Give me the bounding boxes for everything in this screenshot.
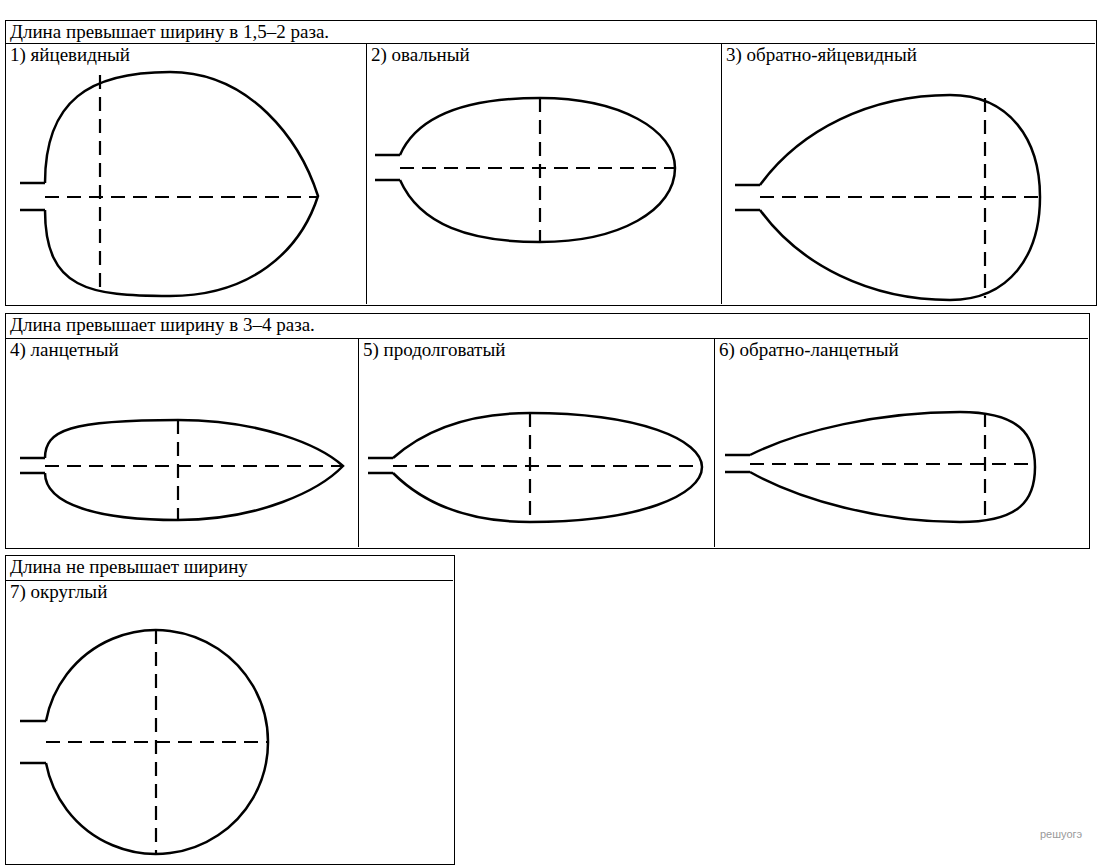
table-cell: 2) овальный — [366, 43, 721, 304]
table-heading: Длина превышает ширину в 1,5–2 раза. — [10, 21, 329, 43]
shape-label: 2) овальный — [371, 44, 470, 66]
shape-label: 1) яйцевидный — [10, 44, 130, 66]
table-block: Длина превышает ширину в 3–4 раза. 4) лан… — [5, 313, 1090, 549]
obovate-leaf — [735, 95, 1040, 300]
table-cell: 5) продолговатый — [358, 338, 714, 547]
shape-label: 5) продолговатый — [363, 339, 505, 361]
table-cell: 1) яйцевидный — [6, 43, 366, 304]
shape-label: 6) обратно-ланцетный — [719, 339, 899, 361]
table-cell: 3) обратно-яйцевидный — [721, 43, 1095, 304]
shape-label: 7) округлый — [10, 581, 107, 603]
table-block: Длина не превышает ширину 7) округлый — [5, 555, 455, 865]
oblong-leaf — [368, 413, 702, 522]
oval-leaf — [375, 98, 675, 242]
ovate-leaf — [20, 72, 318, 296]
table-heading: Длина не превышает ширину — [10, 556, 248, 578]
table-heading: Длина превышает ширину в 3–4 раза. — [10, 314, 315, 336]
table-cell: 6) обратно-ланцетный — [714, 338, 1088, 547]
shape-label: 4) ланцетный — [10, 339, 119, 361]
watermark: решуогэ — [1040, 828, 1082, 840]
round-leaf — [20, 630, 268, 854]
axis-lines — [45, 75, 1040, 854]
table-block: Длина превышает ширину в 1,5–2 раза.1) я… — [5, 20, 1097, 306]
lanceolate-leaf — [20, 420, 343, 520]
table-cell: 4) ланцетный — [6, 338, 358, 547]
table-cell: 7) округлый — [6, 580, 453, 863]
oblanceolate-leaf — [725, 412, 1035, 522]
shape-label: 3) обратно-яйцевидный — [726, 44, 917, 66]
